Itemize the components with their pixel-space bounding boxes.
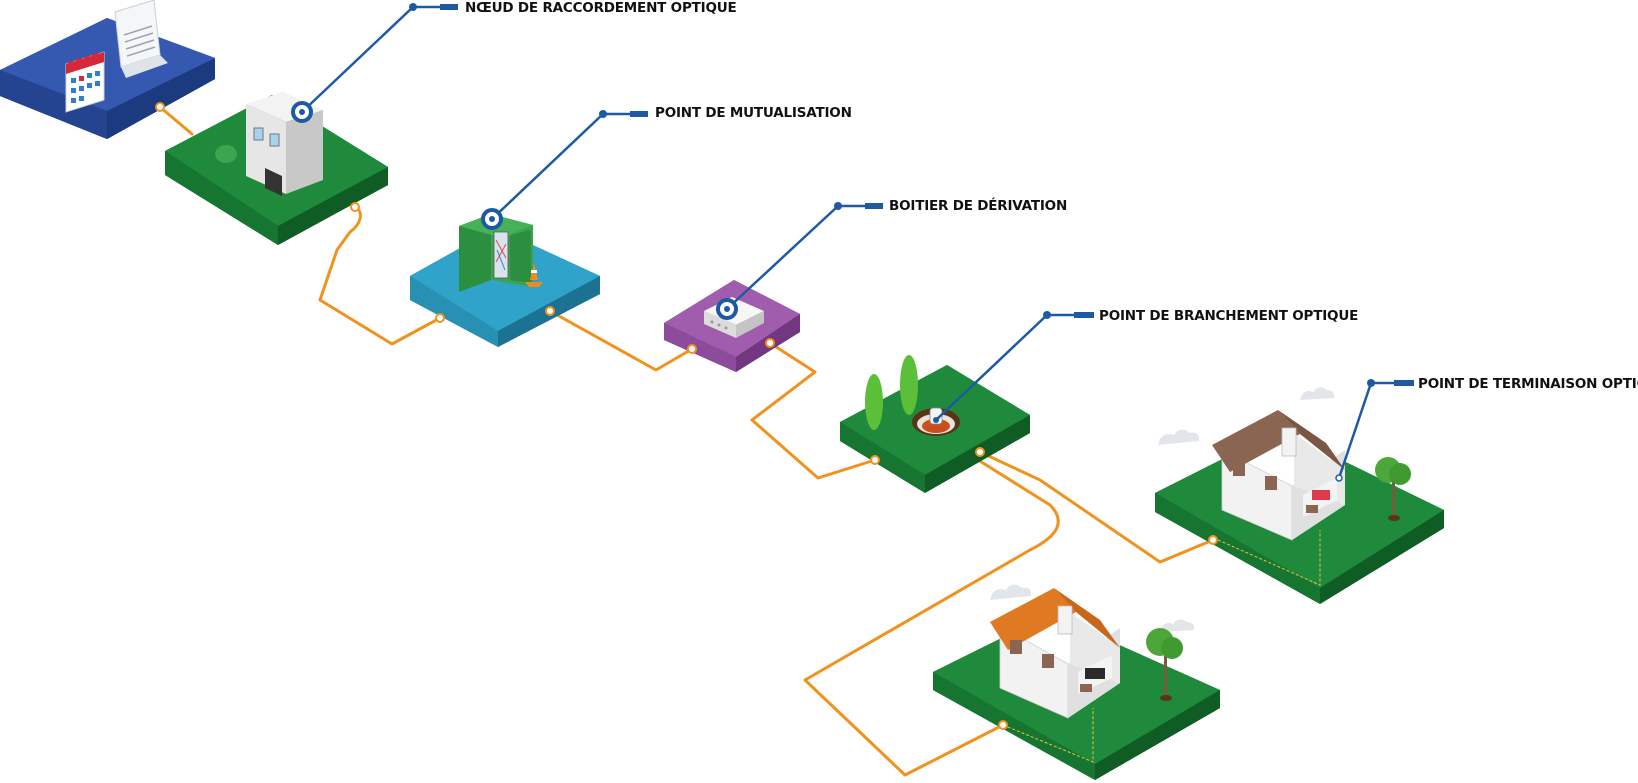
calendar-icon <box>65 51 105 113</box>
fiber-port <box>975 447 985 457</box>
fiber-port <box>998 720 1008 730</box>
fiber-pbo-to-house1 <box>978 450 1215 564</box>
house-icon <box>990 588 1120 719</box>
label-boitier-de-derivation: BOITIER DE DÉRIVATION <box>889 198 1068 214</box>
fiber-port <box>545 306 555 316</box>
fiber-nro-to-office <box>158 105 194 136</box>
callout-bd <box>716 202 883 320</box>
callout-nro <box>291 3 458 123</box>
label-point-de-terminaison-optique: POINT DE TERMINAISON OPTIQUE <box>1418 376 1638 392</box>
label-noeud-de-raccordement-optique: NŒUD DE RACCORDEMENT OPTIQUE <box>465 0 737 16</box>
callout-pto <box>1335 379 1414 482</box>
platform-bd <box>664 280 800 372</box>
callouts <box>291 3 1414 482</box>
fiber-port <box>1208 535 1218 545</box>
tree-icon <box>1146 628 1183 701</box>
traffic-cone-icon <box>525 263 543 287</box>
platform-nro-office <box>0 0 215 139</box>
fiber-pm-to-bd <box>548 309 694 372</box>
fiber-pbo-to-house2 <box>803 456 1060 777</box>
platform-house-1 <box>1155 387 1444 604</box>
platform-nro <box>165 92 388 245</box>
platform-pm <box>410 214 600 347</box>
house-icon <box>1212 410 1345 541</box>
platform-house-2 <box>933 584 1220 780</box>
callout-pbo <box>933 311 1094 423</box>
fiber-port <box>155 102 165 112</box>
tree-icon <box>865 355 918 430</box>
tree-icon <box>1375 457 1411 521</box>
callout-pm <box>481 110 648 230</box>
fiber-port <box>350 202 360 212</box>
cloud-icon <box>1158 387 1335 445</box>
document-icon <box>114 0 168 78</box>
platform-pbo <box>840 355 1030 493</box>
building-icon <box>246 92 323 196</box>
label-point-de-mutualisation: POINT DE MUTUALISATION <box>655 105 852 121</box>
fiber-bd-to-pbo <box>750 341 877 480</box>
cloud-icon <box>990 584 1195 632</box>
fiber-port <box>870 455 880 465</box>
fiber-port <box>435 313 445 323</box>
fiber-port <box>765 338 775 348</box>
fiber-port <box>687 344 697 354</box>
label-point-de-branchement-optique: POINT DE BRANCHEMENT OPTIQUE <box>1099 308 1359 324</box>
